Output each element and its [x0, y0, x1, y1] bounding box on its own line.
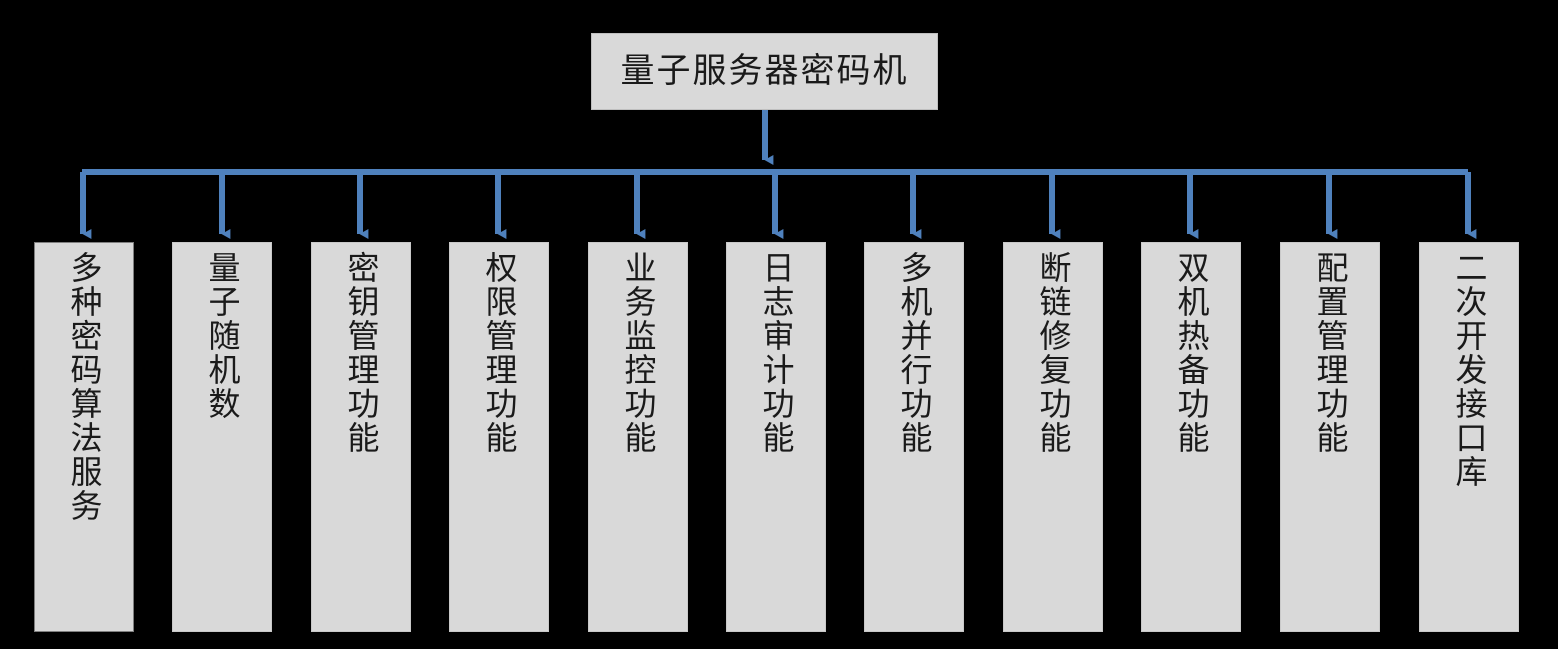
child-node-label: 二次开发接口库 — [1450, 251, 1489, 489]
child-node-11[interactable]: 二次开发接口库 — [1419, 242, 1519, 632]
child-node-3[interactable]: 密钥管理功能 — [311, 242, 411, 632]
child-node-6[interactable]: 日志审计功能 — [726, 242, 826, 632]
child-node-label: 断链修复功能 — [1034, 251, 1073, 455]
child-node-label: 密钥管理功能 — [342, 251, 381, 455]
child-node-10[interactable]: 配置管理功能 — [1280, 242, 1380, 632]
root-node-label: 量子服务器密码机 — [620, 50, 909, 91]
child-node-label: 业务监控功能 — [619, 251, 658, 455]
child-node-label: 多机并行功能 — [895, 251, 934, 455]
child-node-7[interactable]: 多机并行功能 — [864, 242, 964, 632]
child-node-5[interactable]: 业务监控功能 — [588, 242, 688, 632]
child-node-4[interactable]: 权限管理功能 — [449, 242, 549, 632]
child-node-label: 权限管理功能 — [480, 251, 519, 455]
child-node-label: 双机热备功能 — [1172, 251, 1211, 455]
child-node-9[interactable]: 双机热备功能 — [1141, 242, 1241, 632]
child-node-label: 量子随机数 — [203, 251, 242, 421]
child-node-label: 日志审计功能 — [757, 251, 796, 455]
child-node-8[interactable]: 断链修复功能 — [1003, 242, 1103, 632]
child-node-label: 配置管理功能 — [1311, 251, 1350, 455]
child-node-label: 多种密码算法服务 — [65, 251, 104, 523]
child-node-2[interactable]: 量子随机数 — [172, 242, 272, 632]
child-node-1[interactable]: 多种密码算法服务 — [34, 242, 134, 632]
root-node[interactable]: 量子服务器密码机 — [591, 33, 938, 110]
